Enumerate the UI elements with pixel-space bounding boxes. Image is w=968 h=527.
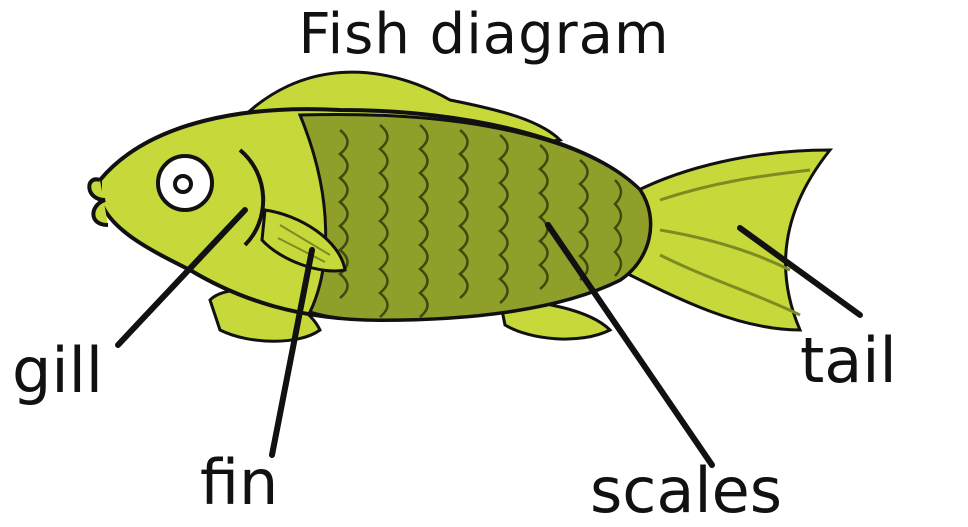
- scales-region: [300, 114, 650, 320]
- tail-fin: [620, 150, 830, 330]
- label-tail: tail: [800, 330, 897, 392]
- label-scales: scales: [590, 460, 782, 522]
- fish-eye: [158, 156, 212, 210]
- label-fin: fin: [200, 452, 278, 514]
- label-gill: gill: [12, 340, 103, 402]
